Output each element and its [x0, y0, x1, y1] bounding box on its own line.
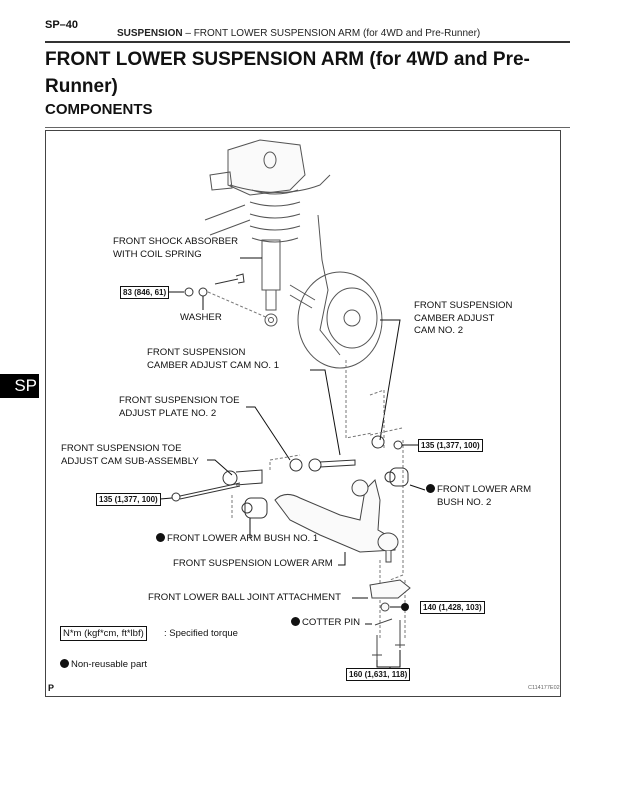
non-reusable-dot-icon [426, 484, 435, 493]
subsection-name: FRONT LOWER SUSPENSION ARM (for 4WD and … [193, 28, 481, 39]
legend-torque-desc: : Specified torque [164, 628, 238, 639]
label-lower-arm: FRONT SUSPENSION LOWER ARM [173, 558, 333, 569]
shock-absorber-drawing [204, 139, 341, 356]
label-line: FRONT LOWER ARM [437, 484, 532, 495]
label-text: COTTER PIN [302, 617, 361, 628]
torque-toe-bolt: 135 (1,377, 100) [96, 493, 161, 506]
legend-text: Non-reusable part [71, 659, 148, 670]
running-header: SUSPENSION – FRONT LOWER SUSPENSION ARM … [117, 28, 480, 39]
section-tab: SP [0, 374, 39, 398]
non-reusable-dot-icon [156, 533, 165, 542]
page-title: FRONT LOWER SUSPENSION ARM (for 4WD and … [45, 49, 530, 97]
label-cotter-pin: COTTER PIN [291, 617, 360, 630]
label-line: FRONT SUSPENSION [414, 300, 513, 311]
torque-ball-nut: 140 (1,428, 103) [420, 601, 485, 614]
label-line: FRONT SUSPENSION TOE [61, 443, 182, 454]
subtitle-rule [45, 127, 570, 128]
label-line: CAMBER ADJUST CAM NO. 1 [147, 359, 280, 371]
label-bush-1: FRONT LOWER ARM BUSH NO. 1 [156, 533, 318, 546]
label-line: BUSH NO. 2 [437, 496, 492, 508]
torque-ball-bolts: 160 (1,631, 118) [346, 668, 411, 681]
section-name: SUSPENSION [117, 28, 183, 39]
label-line: FRONT SUSPENSION TOE [119, 395, 240, 406]
label-line: FRONT SUSPENSION [147, 347, 246, 358]
label-line: CAM NO. 2 [414, 325, 464, 336]
label-line: ADJUST PLATE NO. 2 [119, 407, 217, 419]
lower-arm-drawing [274, 479, 399, 563]
diagram-frame [45, 130, 561, 697]
torque-cam-nut: 135 (1,377, 100) [418, 439, 483, 452]
label-ball-joint: FRONT LOWER BALL JOINT ATTACHMENT [148, 592, 341, 603]
label-line: WITH COIL SPRING [113, 248, 202, 260]
header-separator: – [185, 28, 191, 39]
header-rule [45, 41, 570, 43]
legend-torque-unit: N*m (kgf*cm, ft*lbf) [60, 626, 147, 641]
label-line: ADJUST CAM SUB-ASSEMBLY [61, 455, 199, 467]
label-line: CAMBER ADJUST [414, 312, 495, 324]
p-mark: P [48, 683, 55, 693]
knuckle-disc-drawing [289, 271, 383, 369]
page-number: SP–40 [45, 19, 79, 31]
label-washer: WASHER [180, 312, 222, 323]
section-subtitle: COMPONENTS [45, 101, 153, 118]
non-reusable-dot-icon [291, 617, 300, 626]
figure-code: C114177E02 [528, 685, 560, 691]
non-reusable-dot-icon [60, 659, 69, 668]
torque-shock: 83 (846, 61) [120, 286, 170, 299]
legend-non-reusable: Non-reusable part [60, 659, 147, 670]
label-text: FRONT LOWER ARM BUSH NO. 1 [167, 533, 319, 544]
label-line: FRONT SHOCK ABSORBER [113, 236, 239, 247]
